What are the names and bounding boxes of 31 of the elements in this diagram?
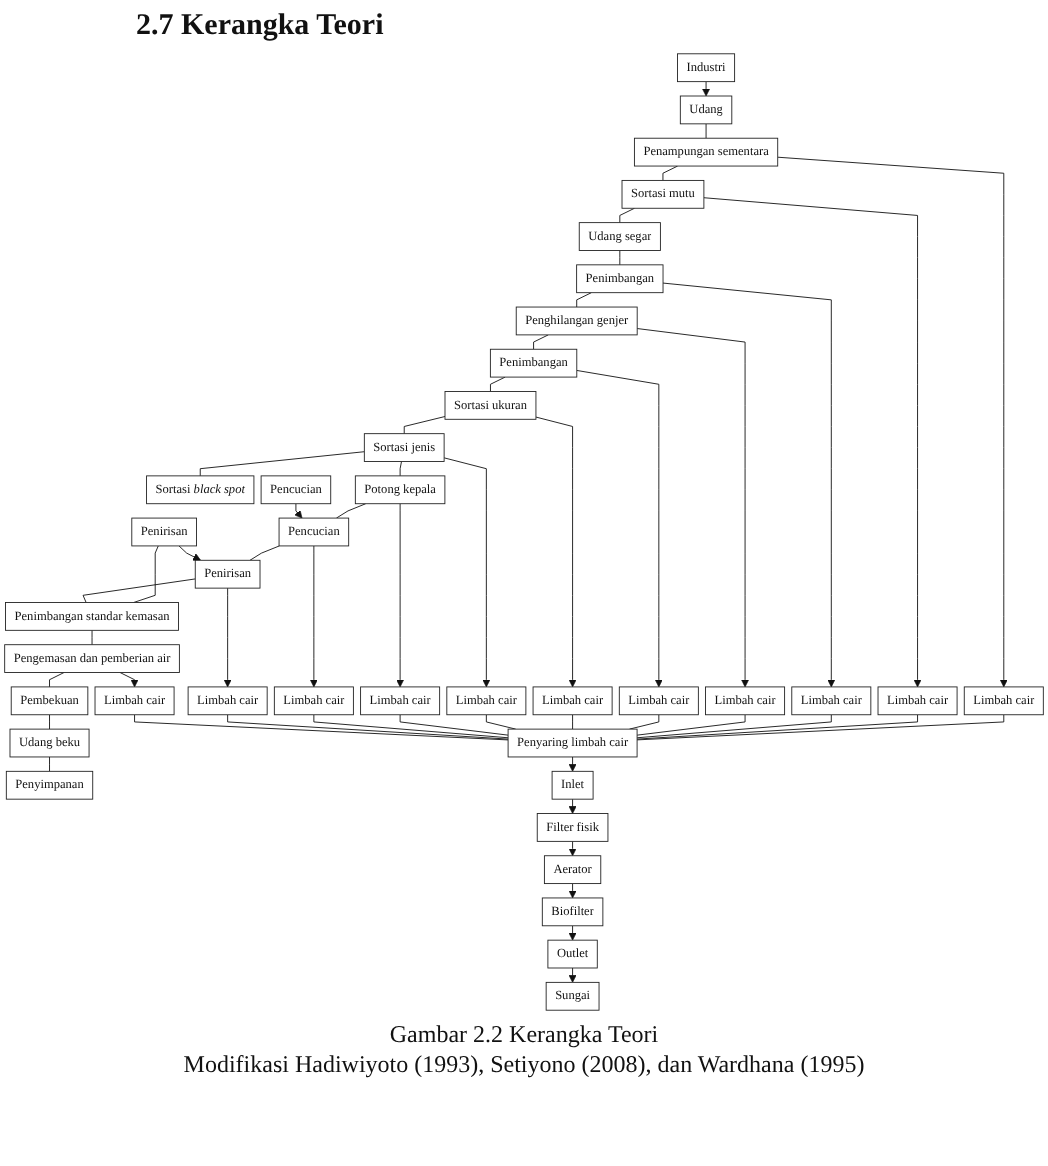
connector	[335, 503, 367, 519]
connector	[227, 714, 509, 740]
connector	[636, 714, 1005, 741]
connector	[490, 376, 506, 392]
connector	[662, 165, 679, 181]
connector	[572, 714, 574, 730]
connector	[49, 714, 50, 730]
connector	[313, 714, 509, 739]
connector	[629, 714, 660, 730]
connector	[619, 207, 635, 224]
connector	[576, 292, 592, 308]
connector	[134, 714, 509, 741]
connector	[705, 123, 707, 139]
diagram-title: 2.7 Kerangka Teori	[136, 10, 384, 44]
figure-caption: Gambar 2.2 Kerangka Teori	[389, 1020, 659, 1050]
connector	[133, 545, 159, 603]
connector	[49, 672, 65, 688]
connector	[82, 578, 196, 603]
connector	[636, 714, 918, 740]
connector	[49, 756, 50, 772]
connector	[199, 451, 365, 477]
connector	[619, 250, 621, 266]
connector	[249, 545, 280, 561]
connector	[399, 714, 509, 736]
connector	[485, 714, 517, 730]
connector	[399, 461, 402, 477]
connector	[636, 714, 832, 739]
connector	[403, 416, 446, 435]
connector	[636, 714, 746, 736]
connector	[91, 629, 93, 646]
source-note: Modifikasi Hadiwiyoto (1993), Setiyono (2008), dan Wardhana (1995)	[183, 1050, 865, 1080]
